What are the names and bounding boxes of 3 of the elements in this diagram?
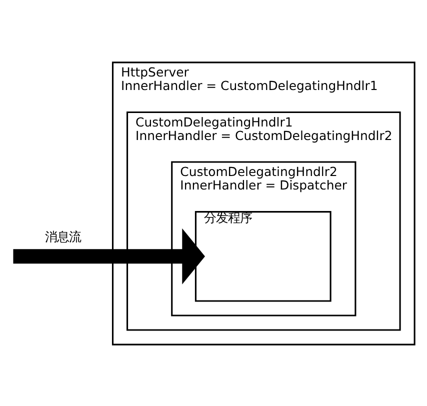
edge-label: 消息流 bbox=[44, 228, 81, 244]
arrow bbox=[13, 228, 206, 284]
node-box: 分发程序 bbox=[194, 210, 332, 302]
